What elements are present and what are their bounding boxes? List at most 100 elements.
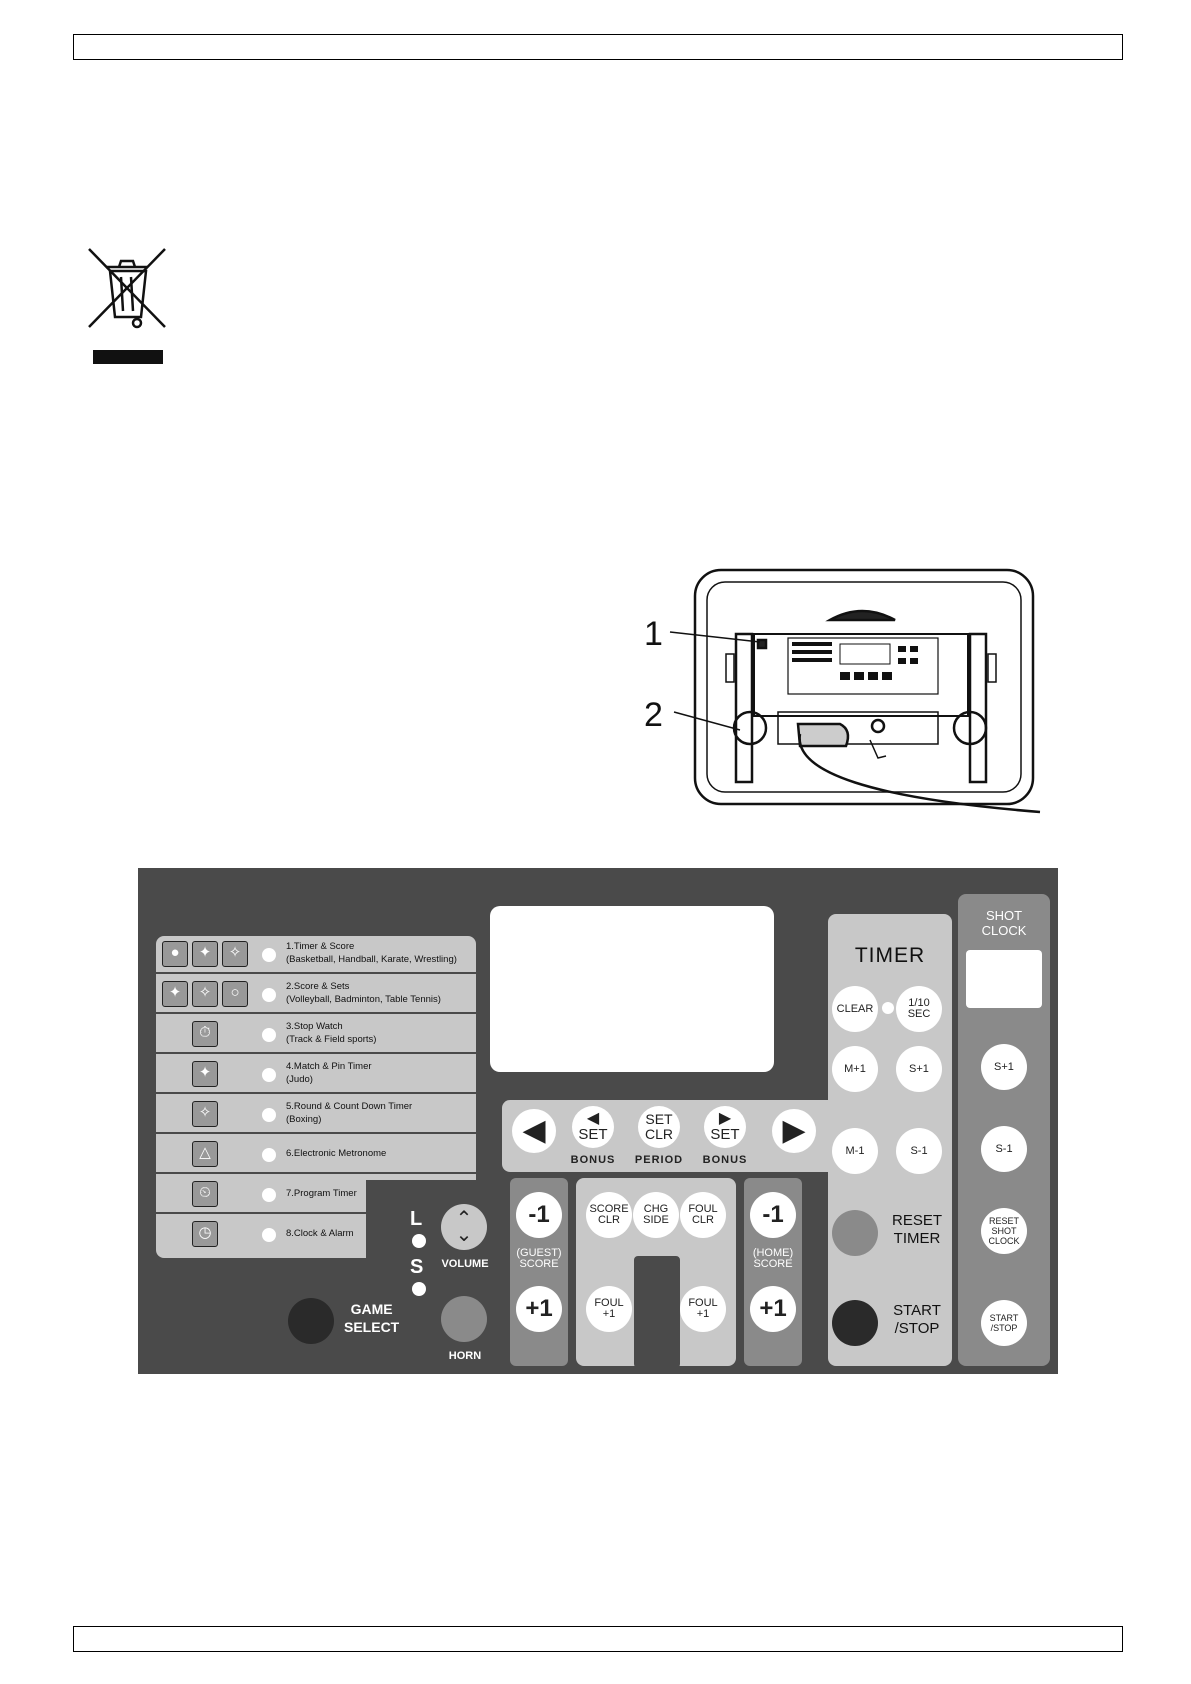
control-panel: ● ✦ ✧ 1.Timer & Score(Basketball, Handba…: [138, 868, 1058, 1374]
mode-row: ✦ ✧ ○ 2.Score & Sets(Volleyball, Badmint…: [156, 976, 476, 1014]
mode-subtitle: (Track & Field sports): [286, 1034, 377, 1045]
clock-label: CLOCK: [981, 923, 1027, 938]
weee-bin-icon: [88, 248, 166, 364]
foul-right-sub: +1: [696, 1308, 710, 1320]
stop-label: /STOP: [894, 1320, 940, 1337]
start-label: START: [893, 1302, 941, 1319]
mode-title: 3.Stop Watch: [286, 1021, 343, 1032]
foul-clr-sub: CLR: [691, 1214, 714, 1226]
volume-low-label: L: [410, 1208, 423, 1230]
mode-indicator-led: [262, 988, 276, 1002]
volume-label: VOLUME: [441, 1258, 489, 1270]
mode-indicator-led: [262, 1068, 276, 1082]
bonus-left-label: BONUS: [570, 1154, 616, 1166]
mode-indicator-led: [262, 948, 276, 962]
home-label: (HOME): [752, 1247, 794, 1259]
second-minus-button[interactable]: S-1: [896, 1128, 942, 1174]
mode-title: 4.Match & Pin Timer: [286, 1061, 372, 1072]
program-timer-icon: ⏲: [192, 1181, 218, 1207]
clock-icon: ◷: [192, 1221, 218, 1247]
callout-2: 2: [644, 696, 663, 734]
clock-sub-label: CLOCK: [988, 1236, 1020, 1246]
shot-start-stop-button[interactable]: START/STOP: [981, 1300, 1027, 1346]
shot-second-plus-button[interactable]: S+1: [981, 1044, 1027, 1090]
mode-subtitle: (Judo): [286, 1074, 313, 1085]
guest-plus-button[interactable]: +1: [516, 1286, 562, 1332]
mode-title: 6.Electronic Metronome: [286, 1148, 387, 1159]
score-clr-sub: CLR: [597, 1214, 620, 1226]
side-label: SIDE: [643, 1214, 669, 1226]
badminton-icon: ✧: [192, 981, 218, 1007]
sec-label: SEC: [907, 1008, 931, 1020]
volume-small-label: S: [410, 1256, 424, 1278]
mode-row: △ 6.Electronic Metronome: [156, 1136, 476, 1174]
right-arrow-button[interactable]: ▶: [772, 1109, 816, 1153]
down-chevron-icon: ⌄: [455, 1224, 473, 1246]
boxing-icon: ✧: [192, 1101, 218, 1127]
home-plus-button[interactable]: +1: [750, 1286, 796, 1332]
mode-indicator-led: [262, 1228, 276, 1242]
shot-second-minus-button[interactable]: S-1: [981, 1126, 1027, 1172]
mode-row: ● ✦ ✧ 1.Timer & Score(Basketball, Handba…: [156, 936, 476, 974]
set-right-label: SET: [710, 1125, 740, 1143]
page-header-box: [73, 34, 1123, 60]
mode-title: 2.Score & Sets: [286, 981, 350, 992]
lcd-display: [490, 906, 774, 1072]
minute-minus-button[interactable]: M-1: [832, 1128, 878, 1174]
home-score-label: SCORE: [753, 1258, 793, 1270]
foul-plus-right-button[interactable]: FOUL+1: [680, 1286, 726, 1332]
mode-title: 1.Timer & Score: [286, 941, 355, 952]
right-triangle-icon: ▶: [718, 1109, 732, 1127]
mode-title: 7.Program Timer: [286, 1188, 357, 1199]
mode-title: 8.Clock & Alarm: [286, 1228, 354, 1239]
volume-button[interactable]: ⌃⌄: [441, 1204, 487, 1250]
shot-clock-display: [966, 950, 1042, 1008]
second-plus-button[interactable]: S+1: [896, 1046, 942, 1092]
foul-plus-left-button[interactable]: FOUL+1: [586, 1286, 632, 1332]
foul-left-sub: +1: [602, 1308, 616, 1320]
mode-indicator-led: [262, 1108, 276, 1122]
clear-button[interactable]: CLEAR: [832, 986, 878, 1032]
set-bonus-left-button[interactable]: ◀SET: [572, 1106, 614, 1148]
clr-label: CLR: [644, 1126, 673, 1142]
shot-sub-label: SHOT: [991, 1226, 1017, 1236]
mode-indicator-led: [262, 1188, 276, 1202]
set-left-label: SET: [578, 1125, 608, 1143]
guest-score-column: -1 (GUEST)SCORE +1: [510, 1178, 568, 1366]
volume-small-led: [412, 1282, 426, 1296]
home-minus-button[interactable]: -1: [750, 1192, 796, 1238]
up-chevron-icon: ⌃: [455, 1208, 473, 1230]
guest-minus-button[interactable]: -1: [516, 1192, 562, 1238]
page-footer-box: [73, 1626, 1123, 1652]
set-clr-label: SET: [645, 1111, 673, 1127]
reset-timer-button[interactable]: [832, 1210, 878, 1256]
game-select-button[interactable]: [288, 1298, 334, 1344]
reset-label: RESET: [891, 1212, 942, 1229]
mode-row: ✦ 4.Match & Pin Timer(Judo): [156, 1056, 476, 1094]
reset-shot-label: RESET: [988, 1216, 1019, 1226]
horn-label: HORN: [448, 1350, 482, 1362]
left-arrow-button[interactable]: ◀: [512, 1109, 556, 1153]
set-bonus-right-button[interactable]: ▶SET: [704, 1106, 746, 1148]
timer-title: TIMER: [854, 944, 926, 967]
timer-start-stop-button[interactable]: [832, 1300, 878, 1346]
horn-button[interactable]: [441, 1296, 487, 1342]
foul-left-label: FOUL: [594, 1297, 624, 1309]
mode-row: ⏱ 3.Stop Watch(Track & Field sports): [156, 1016, 476, 1054]
wrestling-icon: ✧: [222, 941, 248, 967]
tenth-label: 1/10: [908, 997, 930, 1009]
bonus-right-label: BONUS: [702, 1154, 748, 1166]
mode-indicator-led: [262, 1148, 276, 1162]
minute-plus-button[interactable]: M+1: [832, 1046, 878, 1092]
score-clr-label: SCORE: [589, 1203, 629, 1215]
mode-subtitle: (Basketball, Handball, Karate, Wrestling…: [286, 954, 457, 965]
